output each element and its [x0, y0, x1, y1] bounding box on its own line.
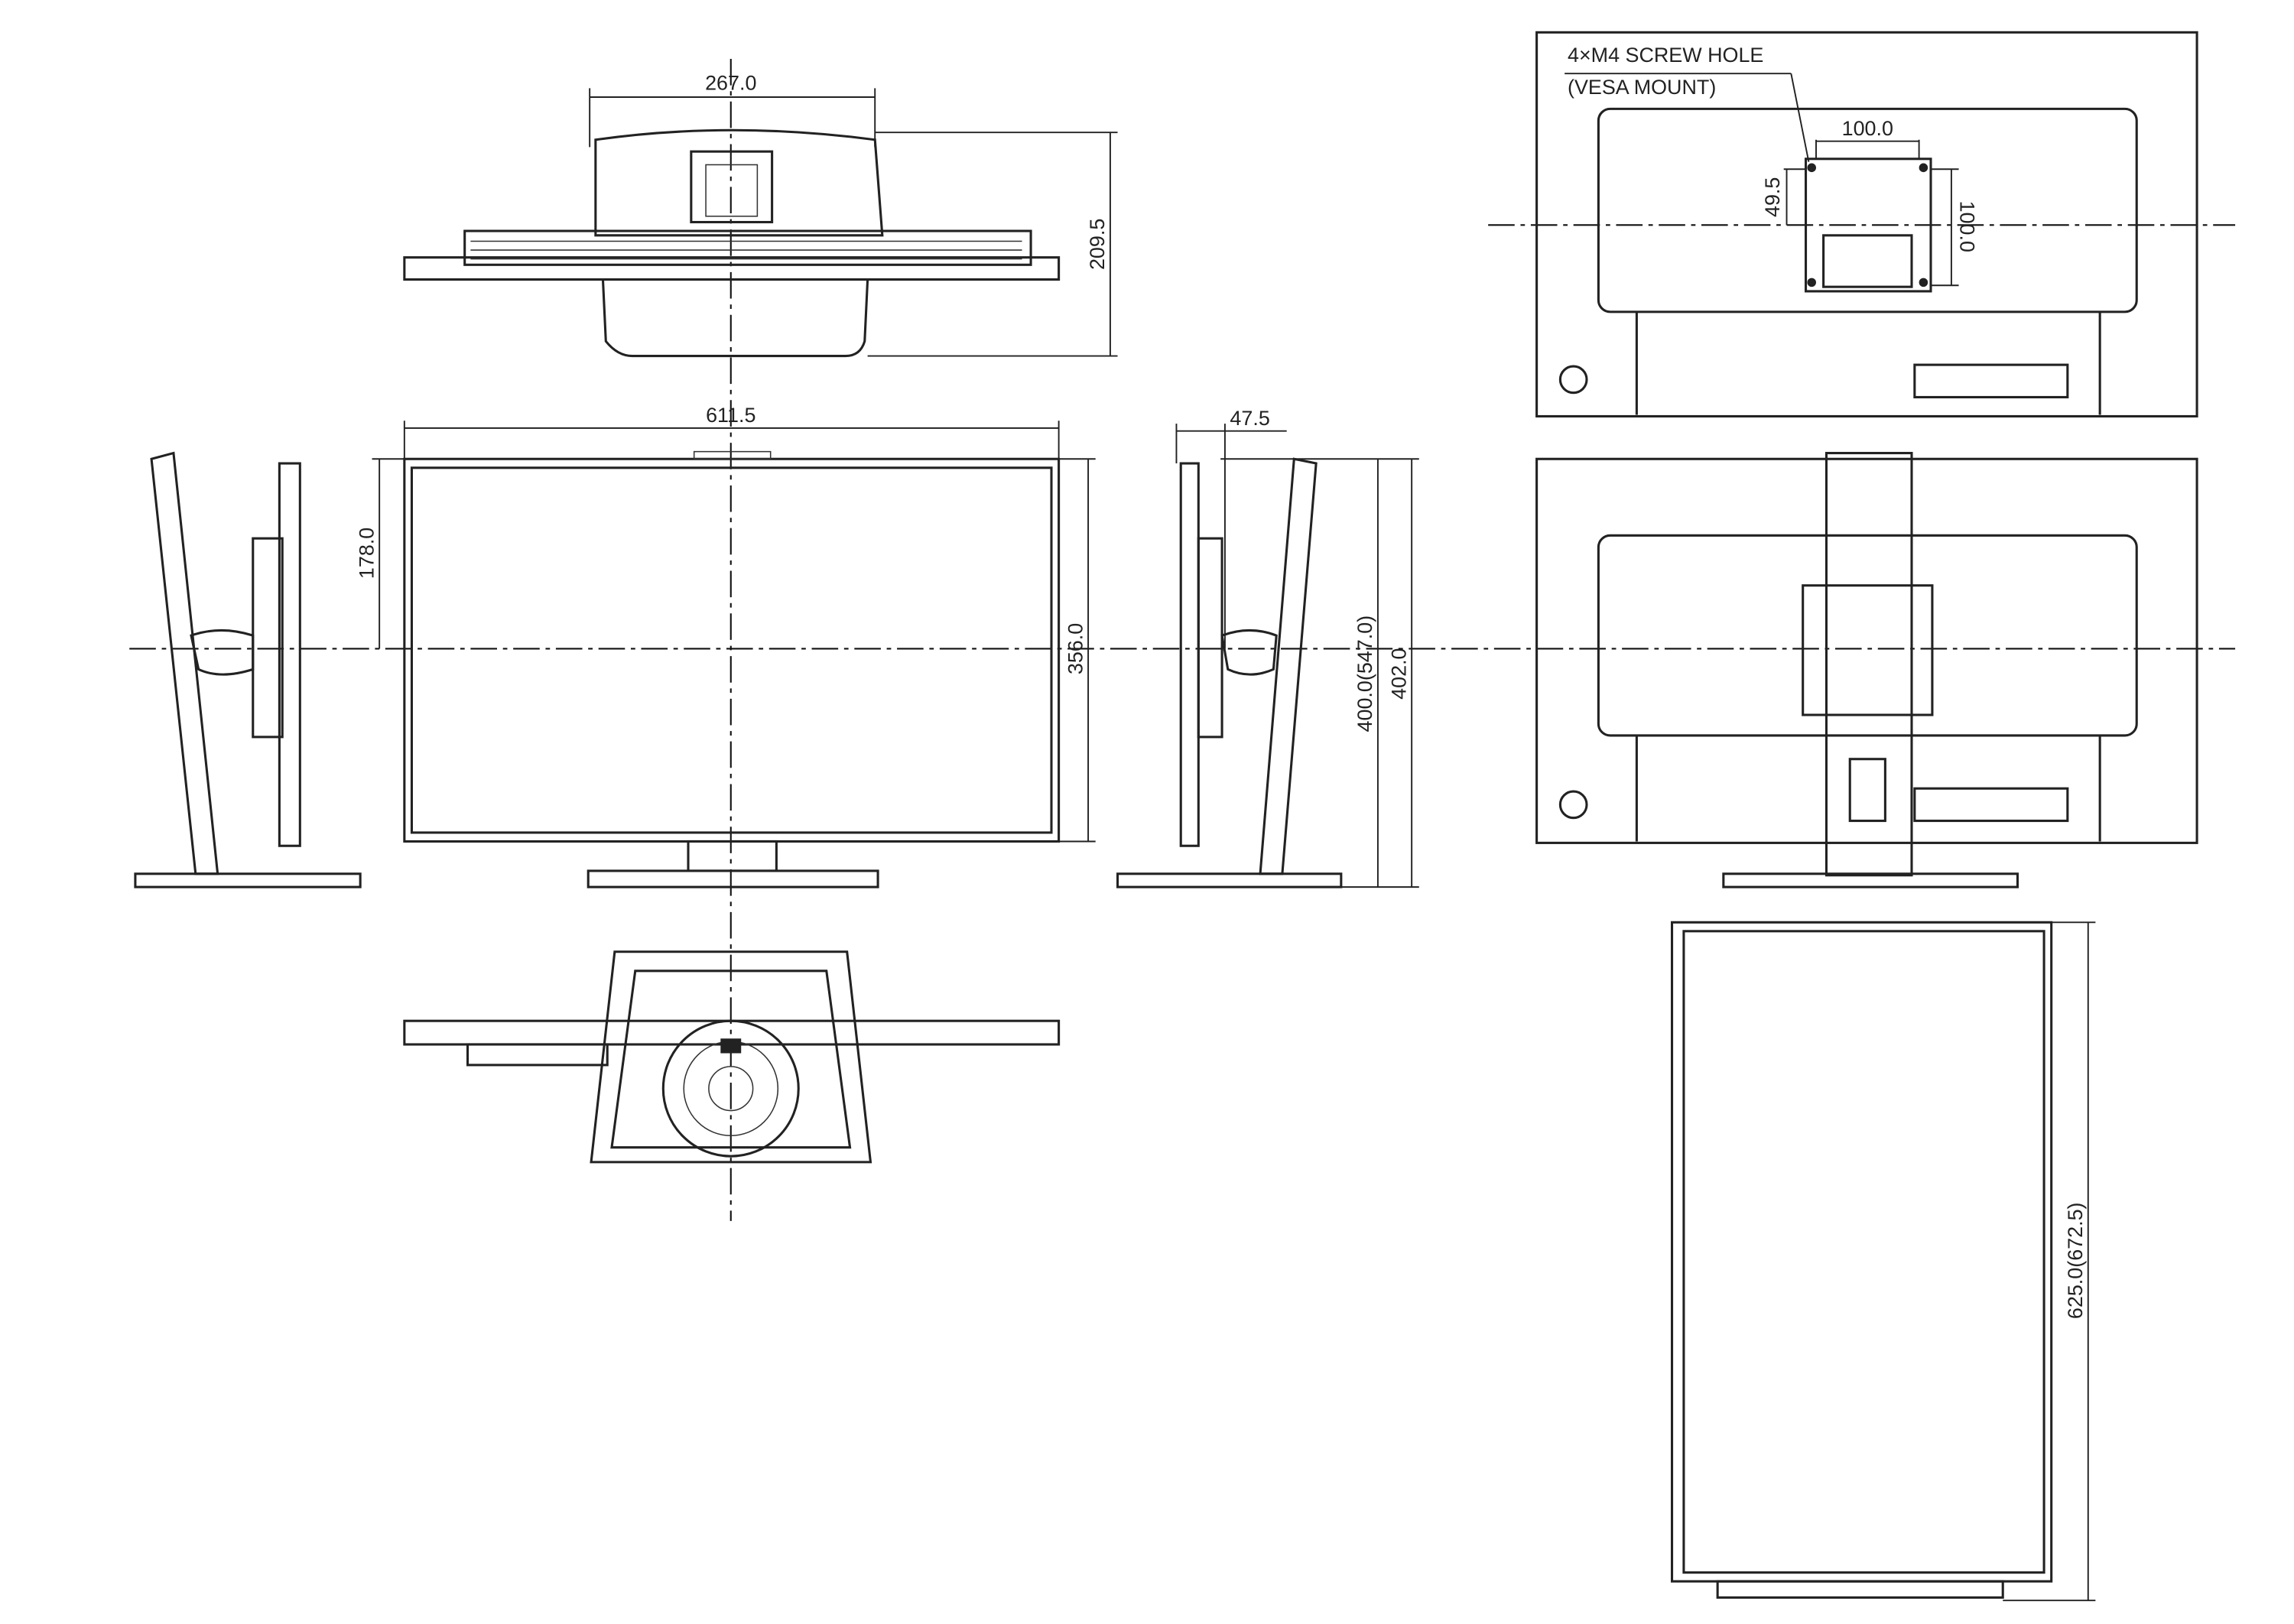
bottom-view — [403, 950, 1061, 1164]
vesa-width-dimension: 100.0 — [1815, 117, 1920, 159]
center-height-label: 178.0 — [355, 528, 378, 579]
right-side-view: 47.5 400.0(547.0) 402.0 — [1116, 407, 1419, 888]
vesa-height-dimension: 100.0 — [1931, 168, 1978, 287]
panel-height-label: 356.0 — [1064, 623, 1087, 674]
side-total-height-label: 402.0 — [1387, 648, 1410, 699]
vesa-height-label: 100.0 — [1955, 201, 1978, 252]
portrait-height-dimension: 625.0(672.5) — [2003, 921, 2096, 1602]
panel-height-dimension: 356.0 — [1058, 458, 1096, 843]
front-width-label: 611.5 — [706, 404, 755, 427]
side-depth-dimension: 47.5 — [1175, 407, 1287, 649]
vesa-callout-line2: (VESA MOUNT) — [1568, 76, 1716, 99]
center-height-dimension: 178.0 — [355, 458, 405, 649]
vesa-offset-dimension: 49.5 — [1761, 168, 1806, 226]
side-height-label: 400.0(547.0) — [1353, 615, 1376, 732]
top-depth-dimension: 209.5 — [867, 132, 1118, 357]
side-height-dimension: 400.0(547.0) 402.0 — [1220, 458, 1419, 888]
front-view: 611.5 178.0 356.0 — [355, 404, 1096, 888]
portrait-view: 625.0(672.5) — [1671, 921, 2096, 1602]
portrait-height-label: 625.0(672.5) — [2064, 1202, 2087, 1319]
vesa-width-label: 100.0 — [1842, 117, 1893, 140]
top-depth-label: 209.5 — [1086, 219, 1109, 270]
side-depth-label: 47.5 — [1230, 407, 1269, 430]
rear-view-stand — [1535, 452, 2198, 888]
vesa-callout-line1: 4×M4 SCREW HOLE — [1568, 44, 1763, 67]
front-width-dimension: 611.5 — [403, 404, 1060, 460]
top-width-dimension: 267.0 — [589, 71, 876, 148]
rear-view: 4×M4 SCREW HOLE (VESA MOUNT) 100.0 49.5 … — [1535, 31, 2198, 418]
top-view: 267.0 209.5 — [403, 71, 1118, 358]
left-side-view — [134, 451, 362, 888]
vesa-offset-label: 49.5 — [1761, 177, 1784, 217]
top-width-label: 267.0 — [705, 71, 756, 94]
